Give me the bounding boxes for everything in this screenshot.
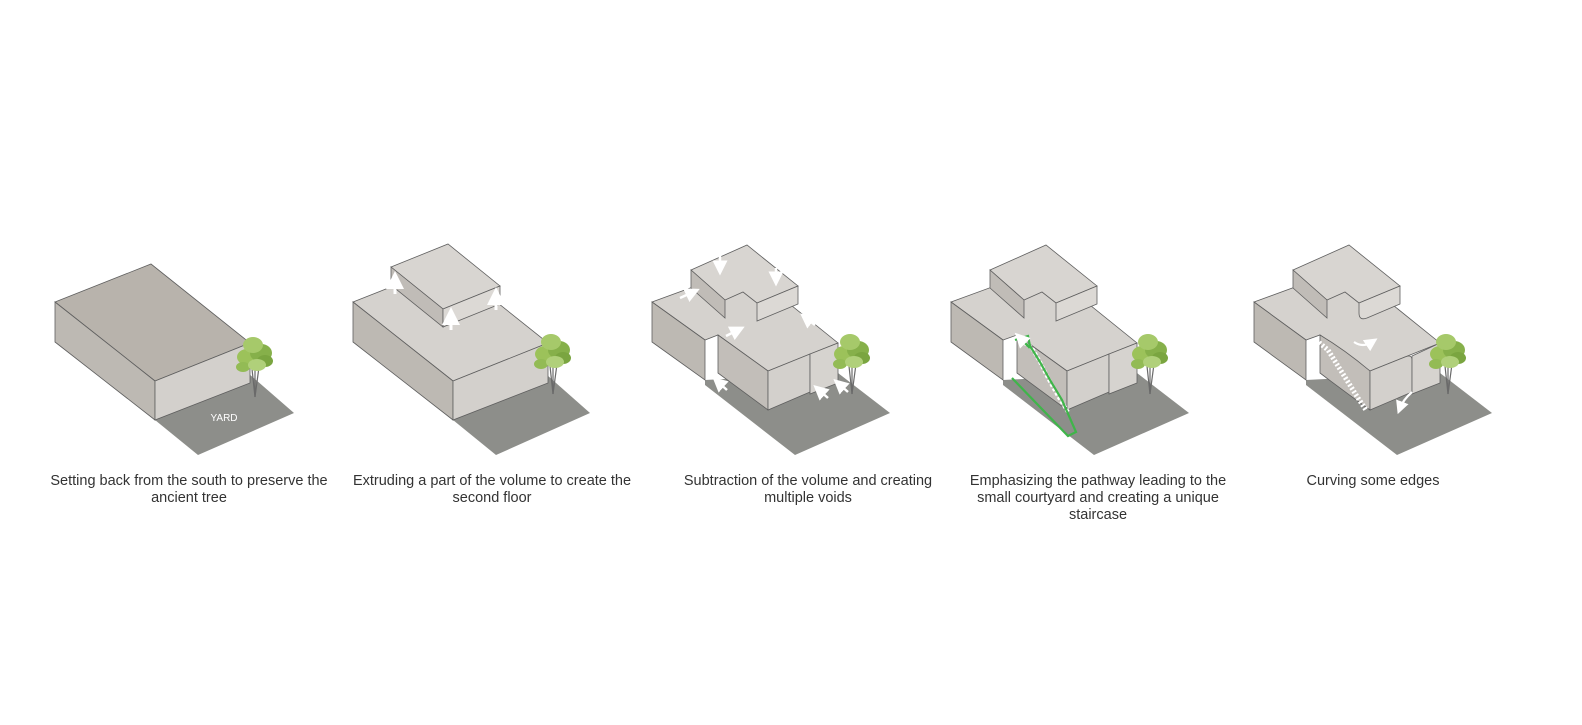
upper-volume-side: [1292, 269, 1328, 319]
step-5-diagram: [1253, 244, 1492, 455]
arrow-icon: [725, 326, 745, 341]
arrow-icon: [813, 385, 830, 401]
volume-right: [154, 342, 251, 421]
arrow-icon: [833, 379, 850, 395]
upper-volume-side: [989, 269, 1025, 319]
step-1-diagram: YARD: [54, 263, 294, 455]
curve-arrow-icon: [1396, 391, 1413, 415]
yard-ground: [155, 373, 294, 455]
volume-left: [651, 301, 706, 381]
step-3-caption: Subtraction of the volume and creating m…: [683, 473, 933, 506]
arrow-icon: [712, 377, 729, 393]
step-5-caption: Curving some edges: [1306, 473, 1440, 489]
volume-left: [950, 301, 1004, 381]
step-2-caption: Extruding a part of the volume to create…: [352, 473, 632, 506]
pathway-arrow-icon: [1014, 332, 1031, 349]
upper-volume-front: [1358, 285, 1401, 320]
upper-volume-side: [690, 269, 726, 319]
ground: [453, 375, 590, 455]
step-4-caption: Emphasizing the pathway leading to the s…: [969, 473, 1227, 523]
volume-left: [1253, 301, 1307, 381]
curve-arrow-icon: [1353, 338, 1378, 352]
volume-right: [1108, 342, 1138, 395]
step-3-diagram: [651, 244, 890, 455]
step-1-caption: Setting back from the south to preserve …: [50, 473, 328, 506]
arrow-icon: [679, 288, 700, 302]
step-4-diagram: [950, 244, 1189, 455]
arrow-icon: [800, 313, 817, 329]
staircase: [1314, 338, 1369, 412]
step-2-diagram: [352, 243, 590, 455]
upper-volume-front: [1055, 285, 1098, 322]
volume-right: [452, 342, 549, 421]
yard-label: YARD: [210, 413, 237, 424]
upper-volume-front: [756, 285, 799, 322]
